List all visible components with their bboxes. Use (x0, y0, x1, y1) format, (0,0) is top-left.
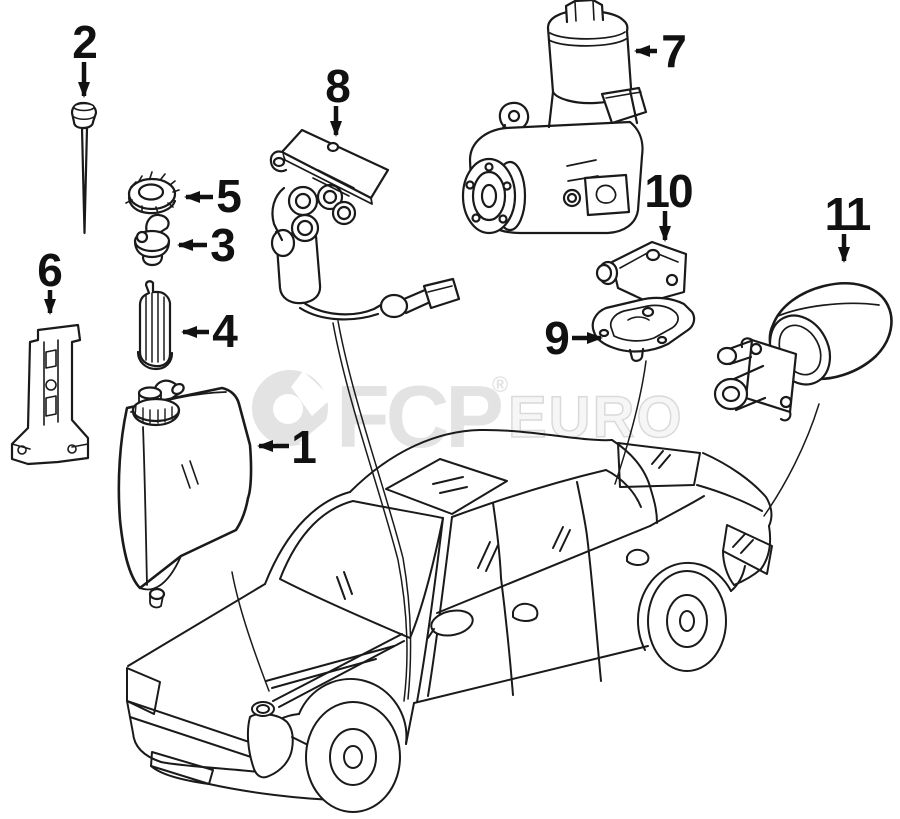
callout-label-11: 11 (825, 188, 871, 240)
mounting-bracket-drawing (10, 323, 90, 466)
callout-label-5: 5 (216, 170, 241, 222)
leader-lines (231, 320, 820, 702)
filter-drawing (136, 280, 174, 371)
callout-label-4: 4 (212, 305, 238, 357)
valve-unit-drawing (269, 128, 461, 321)
watermark-registered-mark: ® (492, 372, 508, 397)
callout-label-8: 8 (325, 60, 350, 112)
watermark: FCP ® EURO (252, 367, 682, 466)
leader-line-accumulator (763, 403, 820, 517)
leader-line-valve-unit-b (337, 320, 412, 700)
leader-line-valve-unit-a (332, 322, 408, 702)
callout-label-10: 10 (644, 165, 692, 217)
pressure-accumulator-drawing (713, 282, 893, 422)
watermark-brand-text: FCP (336, 367, 501, 466)
callout-label-6: 6 (37, 244, 61, 296)
installed-reservoir-drawing (246, 701, 307, 779)
vent-valve-drawing (133, 213, 171, 267)
callout-label-2: 2 (72, 16, 96, 68)
callout-label-3: 3 (210, 219, 234, 271)
bracket-drawing-10 (595, 240, 688, 316)
bracket-drawing-9 (591, 296, 696, 362)
callout-label-9: 9 (544, 312, 568, 364)
watermark-logo-icon (252, 370, 338, 449)
callouts: 2 5 3 6 4 8 7 10 11 9 1 (37, 16, 873, 473)
leader-line-reservoir (231, 571, 270, 692)
fluid-reservoir-drawing (117, 379, 253, 609)
power-steering-pump-drawing (461, 0, 648, 235)
dipstick-drawing (70, 101, 98, 235)
callout-label-1: 1 (291, 421, 316, 473)
callout-label-7: 7 (661, 25, 685, 77)
leader-line-bracket (614, 360, 647, 485)
reservoir-cap-drawing (125, 171, 180, 215)
car-outline-drawing (126, 428, 773, 813)
